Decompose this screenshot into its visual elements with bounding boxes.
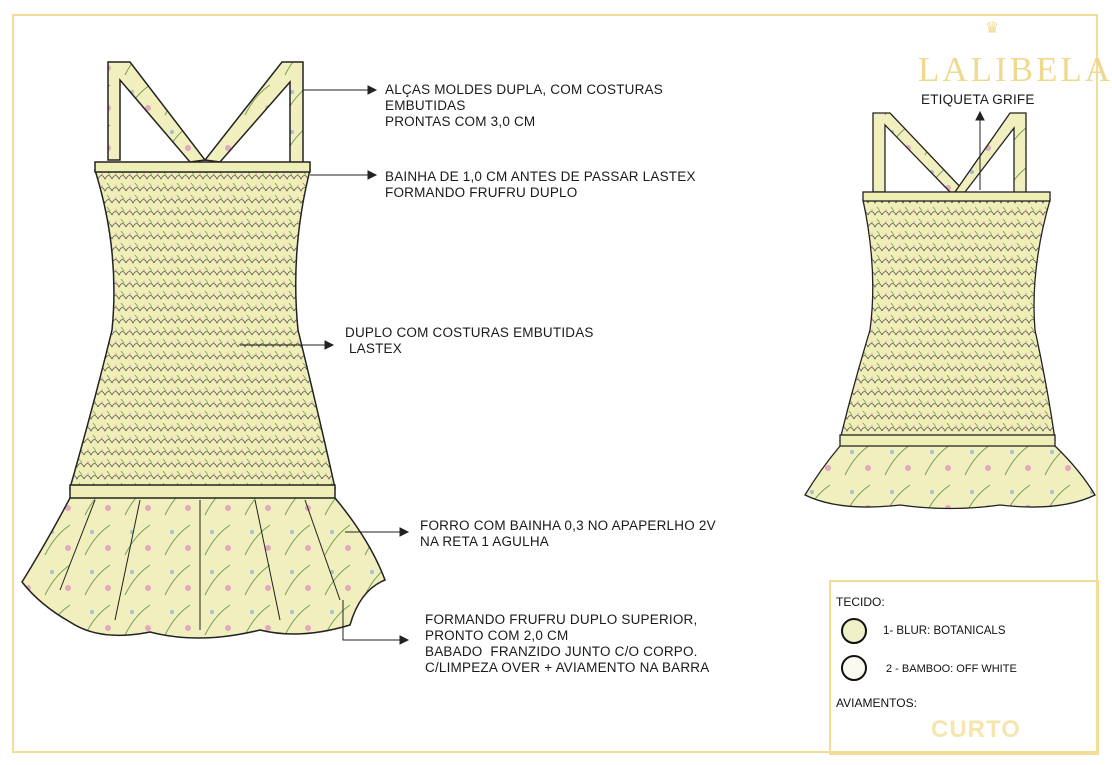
dress-front <box>21 61 386 639</box>
annotation-lastex: DUPLO COM COSTURAS EMBUTIDAS LASTEX <box>345 325 594 356</box>
annotation-skirt-ruffle: FORMANDO FRUFRU DUPLO SUPERIOR, PRONTO C… <box>425 612 710 675</box>
fabric-label: 2 - BAMBOO: OFF WHITE <box>886 663 1017 675</box>
leader-lines <box>240 85 985 645</box>
fabric-swatch-off-white <box>841 655 867 681</box>
fabric-label: 1- BLUR: BOTANICALS <box>883 625 1006 637</box>
crown-logo-icon: ♛ <box>985 20 1000 37</box>
fabric-legend: TECIDO: 1- BLUR: BOTANICALS 2 - BAMBOO: … <box>829 580 1099 755</box>
annotation-lining: FORRO COM BAINHA 0,3 NO APAPERLHO 2V NA … <box>420 518 716 549</box>
fabric-swatch-botanicals <box>841 618 867 644</box>
brand-logo: LALIBELA <box>918 50 1112 89</box>
label-note: ETIQUETA GRIFE <box>921 92 1035 107</box>
trims-title: AVIAMENTOS: <box>836 696 917 710</box>
sheet-frame <box>12 14 1098 753</box>
watermark: CURTO <box>931 716 1021 743</box>
dress-back <box>804 112 1096 510</box>
fabric-title: TECIDO: <box>836 595 885 609</box>
annotation-straps: ALÇAS MOLDES DUPLA, COM COSTURAS EMBUTID… <box>385 82 663 129</box>
annotation-hem-ruffle: BAINHA DE 1,0 CM ANTES DE PASSAR LASTEX … <box>385 169 696 200</box>
